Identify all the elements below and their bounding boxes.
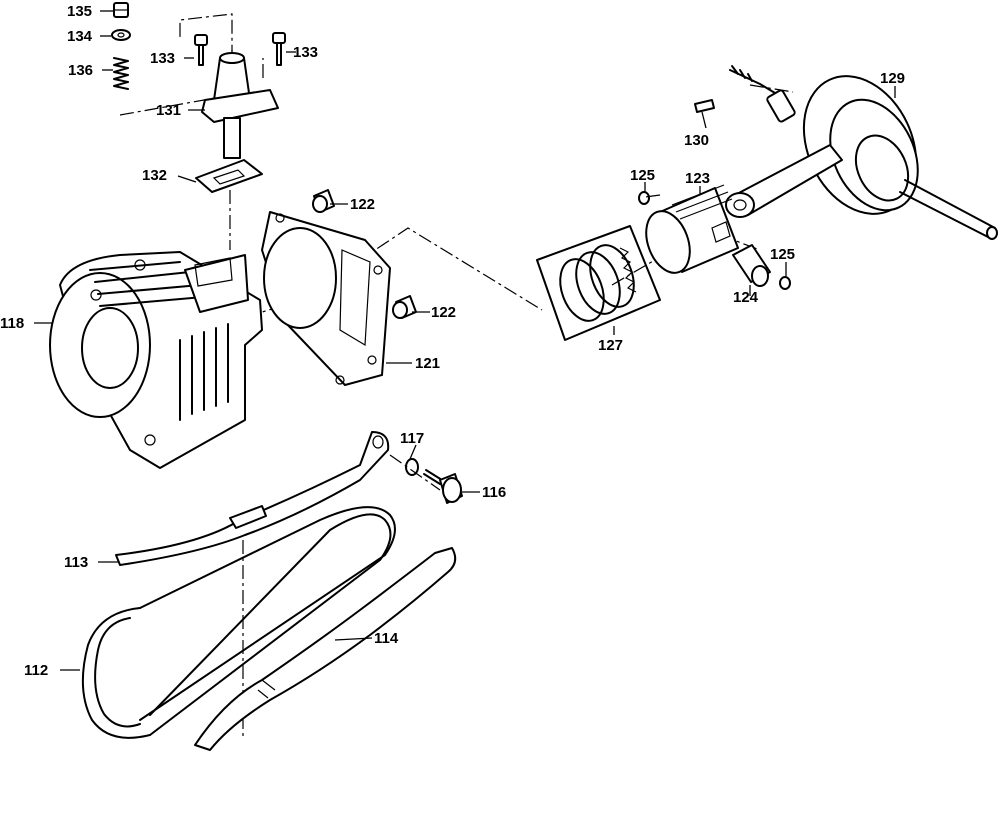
part-130-woodruff-key bbox=[694, 99, 715, 113]
part-134-washer bbox=[111, 29, 131, 41]
callout-123: 123 bbox=[685, 170, 710, 187]
callout-114: 114 bbox=[374, 630, 399, 647]
callout-labels: 135 134 136 133 133 131 132 122 122 118 … bbox=[0, 3, 905, 679]
part-118-cylinder bbox=[49, 251, 263, 469]
callout-122-upper: 122 bbox=[350, 196, 375, 213]
callout-121: 121 bbox=[415, 355, 440, 372]
callout-125-left: 125 bbox=[630, 167, 655, 184]
callout-132: 132 bbox=[142, 167, 167, 184]
part-123-piston bbox=[645, 184, 739, 274]
part-132-gasket bbox=[195, 159, 263, 193]
callout-112: 112 bbox=[24, 662, 48, 679]
part-135-cap-bolt bbox=[113, 2, 129, 18]
callout-127: 127 bbox=[598, 337, 623, 354]
part-131-tensioner bbox=[201, 52, 279, 159]
callout-124: 124 bbox=[733, 289, 759, 306]
callout-129: 129 bbox=[880, 70, 905, 87]
part-122-dowel-pin-upper bbox=[312, 189, 335, 213]
part-122-dowel-pin-lower bbox=[392, 295, 417, 319]
leader-lines bbox=[34, 10, 896, 671]
part-116-plug-bolt bbox=[423, 469, 463, 504]
callout-118: 118 bbox=[0, 315, 24, 332]
part-127-piston-ring-set bbox=[536, 225, 661, 341]
callout-134: 134 bbox=[67, 28, 93, 45]
callout-133-left: 133 bbox=[150, 50, 175, 67]
callout-131: 131 bbox=[156, 102, 181, 119]
callout-113: 113 bbox=[64, 554, 88, 571]
part-129-crankshaft bbox=[725, 65, 998, 240]
part-121-base-gasket bbox=[261, 211, 391, 386]
callout-116: 116 bbox=[482, 484, 506, 501]
callout-117: 117 bbox=[400, 430, 424, 447]
callout-136: 136 bbox=[68, 62, 93, 79]
callout-135: 135 bbox=[67, 3, 92, 20]
part-117-o-ring bbox=[405, 458, 419, 476]
part-124-piston-pin bbox=[732, 244, 771, 287]
part-112-cam-chain bbox=[81, 506, 396, 739]
part-114-chain-guide bbox=[194, 547, 457, 751]
part-113-tensioner-slipper bbox=[115, 431, 390, 566]
callout-122-lower: 122 bbox=[431, 304, 456, 321]
part-125-clip-left bbox=[638, 191, 650, 205]
part-125-clip-right bbox=[779, 276, 791, 290]
callout-130: 130 bbox=[684, 132, 709, 149]
part-133-bolt-left bbox=[194, 34, 208, 66]
part-133-bolt-right bbox=[272, 32, 286, 66]
callout-125-right: 125 bbox=[770, 246, 795, 263]
part-136-spring bbox=[113, 57, 129, 90]
callout-133-right: 133 bbox=[293, 44, 318, 61]
